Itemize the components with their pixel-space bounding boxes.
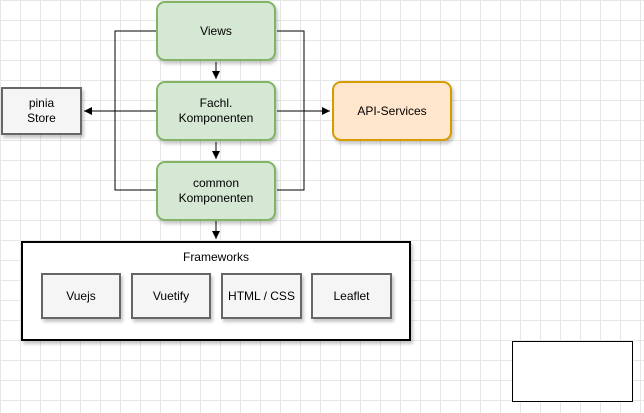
views-node[interactable]: Views: [156, 1, 276, 61]
pinia-store-label: pinia Store: [27, 96, 56, 125]
frameworks-title: Frameworks: [182, 250, 249, 264]
fachl-komponenten-node[interactable]: Fachl. Komponenten: [156, 81, 276, 141]
fachl-komponenten-label: Fachl. Komponenten: [178, 96, 254, 125]
framework-html-css[interactable]: HTML / CSS: [221, 273, 302, 319]
framework-html-css-label: HTML / CSS: [228, 288, 295, 303]
framework-leaflet[interactable]: Leaflet: [311, 273, 392, 319]
api-services-node[interactable]: API-Services: [332, 81, 452, 141]
empty-box[interactable]: [512, 341, 633, 402]
views-label: Views: [200, 23, 232, 38]
framework-vuetify[interactable]: Vuetify: [131, 273, 211, 319]
framework-leaflet-label: Leaflet: [333, 288, 370, 303]
common-komponenten-label: common Komponenten: [178, 176, 254, 205]
framework-vuejs-label: Vuejs: [66, 288, 96, 303]
common-komponenten-node[interactable]: common Komponenten: [156, 161, 276, 221]
pinia-store-node[interactable]: pinia Store: [1, 87, 82, 135]
framework-vuejs[interactable]: Vuejs: [41, 273, 121, 319]
api-services-label: API-Services: [357, 103, 427, 118]
framework-vuetify-label: Vuetify: [152, 288, 190, 303]
